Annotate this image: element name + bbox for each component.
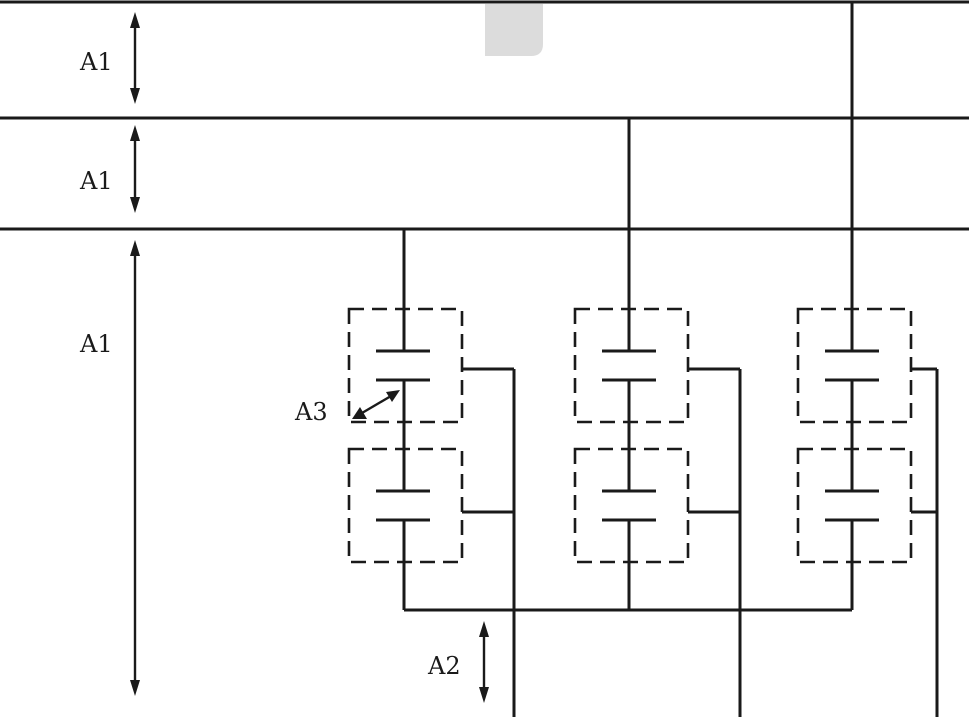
dimension-a1-middle	[130, 125, 140, 213]
dimension-a2	[479, 621, 489, 703]
label-a2: A2	[427, 652, 461, 680]
module-2a-box	[573, 307, 690, 424]
module-3b-box	[796, 447, 913, 564]
column-1	[347, 307, 516, 717]
label-a1-lower: A1	[79, 330, 113, 358]
module-2b-box	[573, 447, 690, 564]
module-3a-box	[796, 307, 913, 424]
dimension-a3	[352, 390, 400, 419]
label-a1-middle: A1	[79, 167, 113, 195]
column-2	[573, 307, 742, 717]
column-3	[796, 307, 939, 717]
dimension-a1-top	[130, 12, 140, 104]
top-tab-shape	[485, 4, 543, 56]
dimension-a1-lower	[130, 240, 140, 696]
label-a3: A3	[294, 398, 328, 426]
label-a1-top: A1	[79, 48, 113, 76]
